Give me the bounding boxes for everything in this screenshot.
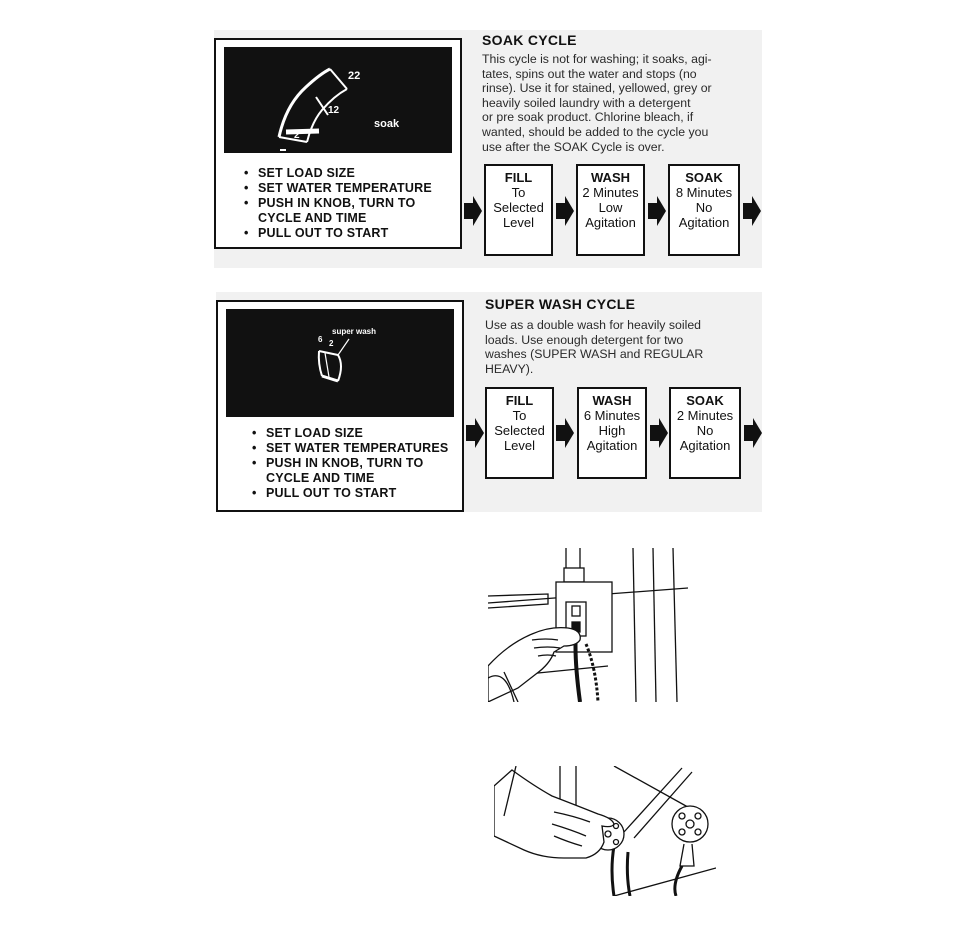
soak-instructions: SET LOAD SIZE SET WATER TEMPERATURE PUSH… xyxy=(244,166,432,241)
faucet-valve-illustration xyxy=(494,766,716,896)
soak-flow-soak-title: SOAK xyxy=(685,170,723,185)
super-wash-cycle-description: Use as a double wash for heavily soiled … xyxy=(485,318,703,376)
super-wash-flow-soak: SOAK 2 Minutes No Agitation xyxy=(669,387,741,479)
super-wash-flow-soak-title: SOAK xyxy=(686,393,724,408)
super-wash-step-push-knob: PUSH IN KNOB, TURN TO xyxy=(252,456,448,471)
soak-cycle-title: SOAK CYCLE xyxy=(482,32,577,48)
soak-flow-wash: WASH 2 Minutes Low Agitation xyxy=(576,164,645,256)
soak-step-load-size: SET LOAD SIZE xyxy=(244,166,432,181)
soak-flow-soak-line: 8 Minutes xyxy=(675,185,733,200)
soak-desc-line: wanted, should be added to the cycle you xyxy=(482,124,709,139)
super-wash-control-panel: super wash 6 2 SET LOAD SIZE SET WATER T… xyxy=(216,300,464,512)
arrow-right-icon xyxy=(464,196,482,226)
super-wash-dial-tick-6: 6 xyxy=(318,335,323,344)
arrow-right-icon xyxy=(556,196,574,226)
soak-flow-wash-title: WASH xyxy=(591,170,630,185)
super-wash-flow-wash-line: High xyxy=(598,423,626,438)
soak-desc-line: or pre soak product. Chlorine bleach, if xyxy=(482,110,694,125)
soak-flow-fill-line: Selected xyxy=(493,200,544,215)
arrow-right-icon xyxy=(650,418,668,448)
super-wash-flow-fill: FILL To Selected Level xyxy=(485,387,554,479)
super-wash-flow-wash: WASH 6 Minutes High Agitation xyxy=(577,387,647,479)
soak-cycle-description: This cycle is not for washing; it soaks,… xyxy=(482,52,712,154)
soak-desc-line: tates, spins out the water and stops (no xyxy=(482,66,697,81)
soak-flow-wash-line: Low xyxy=(598,200,623,215)
soak-dial-display: 22 12 2 soak xyxy=(224,47,452,153)
super-wash-cycle-title: SUPER WASH CYCLE xyxy=(485,296,636,312)
super-wash-desc-line: loads. Use enough detergent for two xyxy=(485,332,684,347)
super-wash-flow-fill-title: FILL xyxy=(505,393,534,408)
soak-desc-line: heavily soiled laundry with a detergent xyxy=(482,95,691,110)
soak-flow-soak: SOAK 8 Minutes No Agitation xyxy=(668,164,740,256)
super-wash-flow-fill-line: To xyxy=(512,408,527,423)
super-wash-flow-soak-line: 2 Minutes xyxy=(676,408,734,423)
super-wash-step-cycle-time: CYCLE AND TIME xyxy=(266,471,375,485)
super-wash-flow-wash-title: WASH xyxy=(592,393,632,408)
soak-dial-tick-2: 2 xyxy=(294,130,300,141)
arrow-right-icon xyxy=(556,418,574,448)
soak-step-pull-out: PULL OUT TO START xyxy=(244,226,432,241)
soak-desc-line: use after the SOAK Cycle is over. xyxy=(482,139,665,154)
outlet-plug-illustration xyxy=(488,548,688,702)
soak-flow-fill-title: FILL xyxy=(504,170,533,185)
soak-flow-fill: FILL To Selected Level xyxy=(484,164,553,256)
arrow-right-icon xyxy=(466,418,484,448)
super-wash-dial-graphic: super wash 6 2 xyxy=(317,327,376,383)
soak-step-push-knob: PUSH IN KNOB, TURN TO xyxy=(244,196,432,211)
super-wash-step-load-size: SET LOAD SIZE xyxy=(252,426,448,441)
super-wash-step-pull-out: PULL OUT TO START xyxy=(252,486,448,501)
soak-flow-fill-line: To xyxy=(511,185,526,200)
super-wash-dial-tick-2: 2 xyxy=(329,339,334,348)
soak-dial-graphic: 22 12 2 soak xyxy=(277,67,400,151)
arrow-right-icon xyxy=(744,418,762,448)
soak-flow-wash-line: 2 Minutes xyxy=(582,185,639,200)
super-wash-dial-display: super wash 6 2 xyxy=(226,309,454,417)
arrow-right-icon xyxy=(743,196,761,226)
soak-control-panel: 22 12 2 soak SET LOAD SIZE SET WATER TEM… xyxy=(214,38,462,249)
super-wash-flow-soak-line: Agitation xyxy=(679,438,731,453)
super-wash-desc-line: HEAVY). xyxy=(485,361,534,376)
super-wash-desc-line: washes (SUPER WASH and REGULAR xyxy=(485,347,704,362)
soak-flow-wash-line: Agitation xyxy=(585,215,636,230)
soak-step-cycle-time: CYCLE AND TIME xyxy=(258,211,367,225)
super-wash-flow-wash-line: 6 Minutes xyxy=(583,408,641,423)
soak-step-water-temp: SET WATER TEMPERATURE xyxy=(244,181,432,196)
soak-flow-soak-line: No xyxy=(695,200,713,215)
soak-flow-fill-line: Level xyxy=(502,215,535,230)
soak-desc-line: This cycle is not for washing; it soaks,… xyxy=(482,52,712,66)
arrow-right-icon xyxy=(648,196,666,226)
super-wash-instructions: SET LOAD SIZE SET WATER TEMPERATURES PUS… xyxy=(252,426,448,501)
soak-flow-soak-line: Agitation xyxy=(678,215,730,230)
super-wash-step-water-temp: SET WATER TEMPERATURES xyxy=(252,441,448,456)
super-wash-desc-line: Use as a double wash for heavily soiled xyxy=(485,318,702,332)
soak-dial-tick-12: 12 xyxy=(328,105,340,116)
super-wash-flow-fill-line: Level xyxy=(503,438,536,453)
super-wash-flow-wash-line: Agitation xyxy=(586,438,638,453)
super-wash-flow-soak-line: No xyxy=(696,423,714,438)
soak-desc-line: rinse). Use it for stained, yellowed, gr… xyxy=(482,81,712,96)
soak-dial-label: soak xyxy=(374,118,400,130)
soak-dial-tick-22: 22 xyxy=(348,70,360,82)
super-wash-flow-fill-line: Selected xyxy=(494,423,545,438)
super-wash-dial-label: super wash xyxy=(332,327,376,336)
